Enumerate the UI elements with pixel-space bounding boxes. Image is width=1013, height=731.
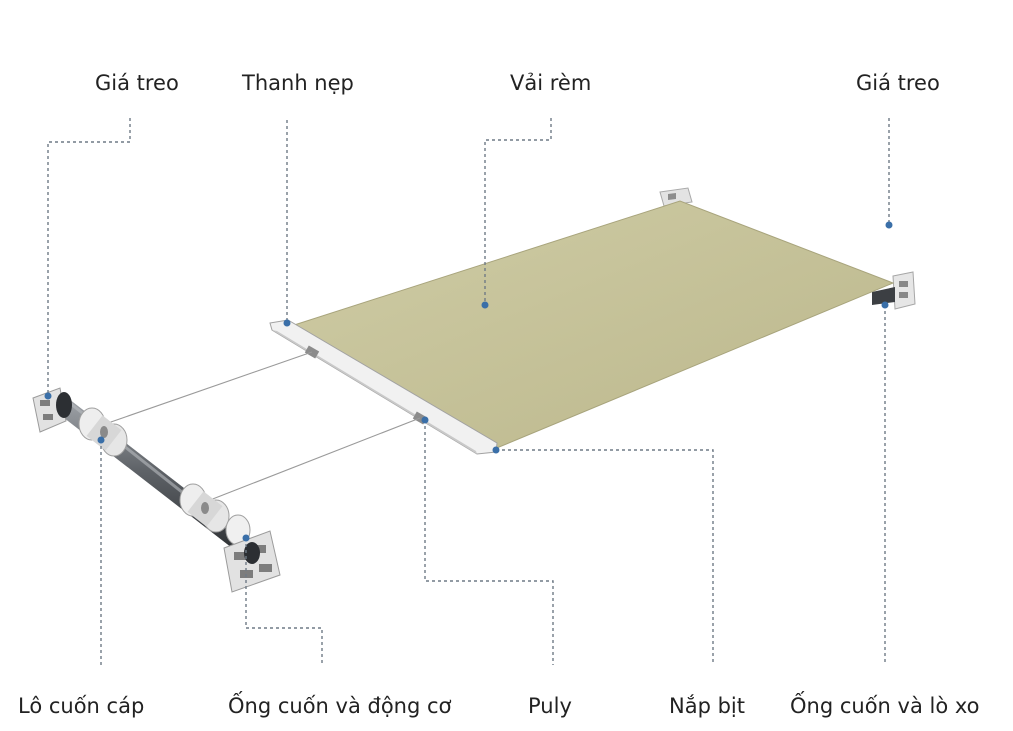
fabric-panel: [286, 200, 895, 451]
dot-lo-cuon-cap: [97, 436, 105, 444]
label-vai-rem: Vải rèm: [510, 71, 592, 95]
label-ong-cuon-dong-co: Ống cuốn và động cơ: [228, 694, 452, 718]
dot-nap-bit: [492, 446, 500, 454]
leader-ong-cuon-dong-co: [245, 538, 323, 665]
leader-nap-bit: [496, 449, 714, 665]
cable-top: [107, 351, 313, 424]
label-ong-cuon-lo-xo: Ống cuốn và lò xo: [790, 694, 980, 718]
dot-thanh-nep: [283, 319, 291, 327]
label-nap-bit: Nắp bịt: [669, 694, 745, 718]
label-lo-cuon-cap: Lô cuốn cáp: [18, 694, 145, 718]
marker-dots: [44, 221, 893, 542]
label-thanh-nep: Thanh nẹp: [242, 71, 354, 95]
leader-puly: [424, 420, 554, 665]
cable-bottom: [204, 417, 421, 503]
leader-gia-treo-left: [47, 118, 131, 396]
dot-puly: [421, 416, 429, 424]
dot-ong-cuon-lo-xo: [881, 301, 889, 309]
right-roller-assembly: [659, 187, 916, 310]
label-puly: Puly: [528, 694, 572, 718]
leader-lines: [47, 118, 890, 665]
label-gia-treo-left: Giá treo: [95, 71, 179, 95]
dot-gia-treo-left: [44, 392, 52, 400]
label-gia-treo-right: Giá treo: [856, 71, 940, 95]
dot-vai-rem: [481, 301, 489, 309]
leader-vai-rem: [484, 118, 552, 305]
dot-gia-treo-right: [885, 221, 893, 229]
cable-roller: [32, 387, 281, 593]
dot-ong-cuon-dong-co: [242, 534, 250, 542]
